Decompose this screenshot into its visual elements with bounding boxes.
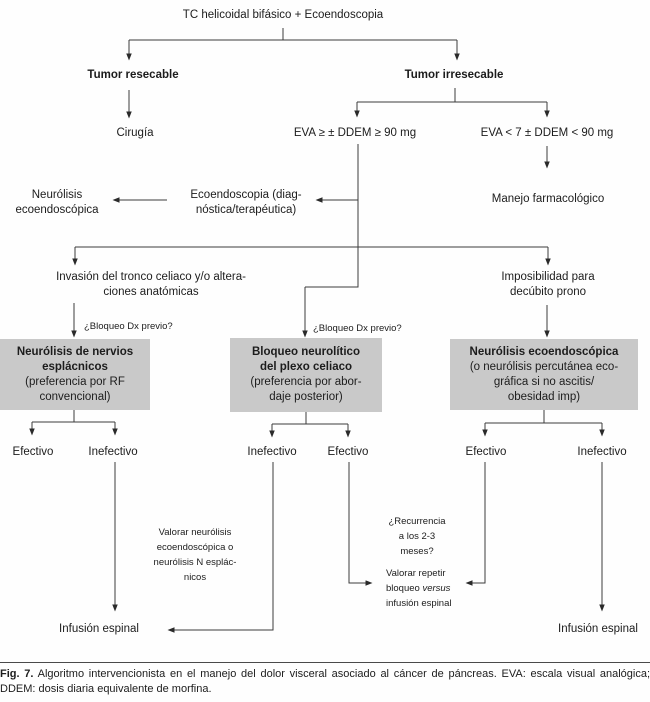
outcome-box2-efectivo: Efectivo <box>327 446 369 458</box>
box-neurolisis-esplacnicos: Neurólisis de nervios esplácnicos (prefe… <box>0 339 150 410</box>
versus-italic: versus <box>422 583 451 594</box>
outcome-box1-inefectivo: Inefectivo <box>88 446 138 458</box>
node-infusion-espinal-derecha: Infusión espinal <box>558 623 638 635</box>
label-bloqueo-dx-previo-2: ¿Bloqueo Dx previo? <box>313 323 402 334</box>
node-eva-baja: EVA < 7 ± DDEM < 90 mg <box>480 127 614 139</box>
annotation-valorar-repetir: Valorar repetir bloqueo versus infusión … <box>386 566 452 611</box>
box-bloqueo-plexo-celiaco: Bloqueo neurolítico del plexo celiaco (p… <box>230 338 382 412</box>
box-bloqueo-plexo-celiaco-subtitle: (preferencia por abor- daje posterior) <box>250 376 362 403</box>
node-root: TC helicoidal bifásico + Ecoendoscopia <box>182 9 384 21</box>
node-manejo-farmacologico: Manejo farmacológico <box>491 193 605 205</box>
caption-divider <box>0 662 650 663</box>
node-infusion-espinal-izquierda: Infusión espinal <box>59 623 139 635</box>
annotation-valorar-repetir-line3: infusión espinal <box>386 598 452 609</box>
box-neurolisis-esplacnicos-title: Neurólisis de nervios esplácnicos <box>16 345 134 373</box>
annotation-valorar-repetir-line1: Valorar repetir <box>386 568 446 579</box>
box-neurolisis-ecoendoscopica: Neurólisis ecoendoscópica (o neurólisis … <box>450 339 638 410</box>
node-ecoendoscopia: Ecoendoscopia (diag- nóstica/terapéutica… <box>190 189 302 216</box>
box-neurolisis-ecoendoscopica-title: Neurólisis ecoendoscópica <box>469 345 619 358</box>
node-eva-alta: EVA ≥ ± DDEM ≥ 90 mg <box>293 127 417 139</box>
outcome-box1-efectivo: Efectivo <box>12 446 54 458</box>
annotation-recurrencia: ¿Recurrencia a los 2-3 meses? <box>388 516 446 557</box>
outcome-box3-efectivo: Efectivo <box>465 446 507 458</box>
node-invasion-tronco-celiaco: Invasión del tronco celiaco y/o altera- … <box>56 271 246 298</box>
node-imposibilidad-decubito: Imposibilidad para decúbito prono <box>501 271 595 298</box>
outcome-box2-inefectivo: Inefectivo <box>247 446 297 458</box>
box-neurolisis-esplacnicos-subtitle: (preferencia por RF convencional) <box>25 375 125 403</box>
annotation-valorar-repetir-line2: bloqueo versus <box>386 583 451 594</box>
node-neurolisis-ecoendoscopica: Neurólisis ecoendoscópica <box>15 189 99 216</box>
box-bloqueo-plexo-celiaco-title: Bloqueo neurolítico del plexo celiaco <box>252 346 360 373</box>
figure-caption-text: Algoritmo intervencionista en el manejo … <box>0 668 650 695</box>
figure-caption-label: Fig. 7. <box>0 668 34 680</box>
annotation-valorar-neurolisis: Valorar neurólisis ecoendoscópica o neur… <box>153 527 237 583</box>
node-tumor-resecable: Tumor resecable <box>87 69 179 81</box>
figure-caption: Fig. 7. Algoritmo intervencionista en el… <box>0 667 650 697</box>
label-bloqueo-dx-previo-1: ¿Bloqueo Dx previo? <box>84 321 173 332</box>
node-cirugia: Cirugía <box>116 127 154 139</box>
outcome-box3-inefectivo: Inefectivo <box>577 446 627 458</box>
node-tumor-irresecable: Tumor irresecable <box>404 69 504 81</box>
box-neurolisis-ecoendoscopica-subtitle: (o neurólisis percutánea eco- gráfica si… <box>469 360 619 403</box>
